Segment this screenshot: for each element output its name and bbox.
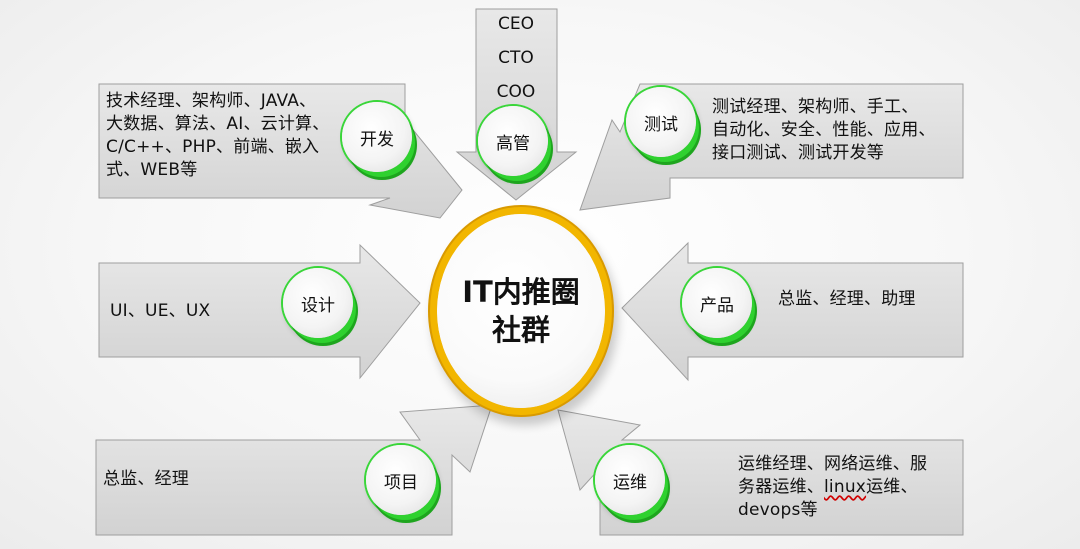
bubble-yunwei-label: 运维 [613,472,647,493]
bubble-xiangmu: 项目 [366,445,436,515]
yunwei-line-3: devops等 [738,500,818,520]
yunwei-line-2: 务器运维、linux运维、 [738,476,927,499]
yunwei-linux-term: linux [824,477,867,497]
role-cto: CTO [498,48,534,68]
yunwei-line-2-post: 运维、 [866,477,918,497]
yunwei-line-2-pre: 务器运维、 [738,477,824,497]
ceshi-description: 测试经理、架构师、手工、 自动化、安全、性能、应用、 接口测试、测试开发等 [712,97,936,163]
bubble-kaifa-label: 开发 [360,129,394,150]
panel-yunwei [557,409,964,536]
chanpin-description: 总监、经理、助理 [778,289,916,309]
bubble-ceshi: 测试 [626,87,696,157]
panel-chanpin [621,241,964,382]
bubble-kaifa: 开发 [342,102,412,172]
bubble-ceshi-label: 测试 [644,114,678,135]
bubble-sheji-label: 设计 [301,295,335,316]
bubble-gaoguan-label: 高管 [496,133,530,154]
bubble-gaoguan: 高管 [478,106,548,176]
kaifa-description: 技术经理、架构师、JAVA、 大数据、算法、AI、云计算、 C/C++、PHP、… [106,91,330,180]
bubble-sheji: 设计 [283,268,353,338]
sheji-description: UI、UE、UX [110,301,211,321]
role-ceo: CEO [498,14,534,34]
center-label: IT内推圈 社群 [462,275,580,347]
bubble-yunwei: 运维 [595,445,665,515]
bubble-chanpin-label: 产品 [700,295,734,316]
yunwei-line-1: 运维经理、网络运维、服 [738,454,928,474]
xiangmu-description: 总监、经理 [103,469,189,489]
role-coo: COO [496,82,536,102]
yunwei-description: 运维经理、网络运维、服 务器运维、linux运维、 devops等 [738,453,927,522]
center-node: IT内推圈 社群 [437,214,605,408]
bubble-chanpin: 产品 [682,268,752,338]
bubble-xiangmu-label: 项目 [384,472,418,493]
